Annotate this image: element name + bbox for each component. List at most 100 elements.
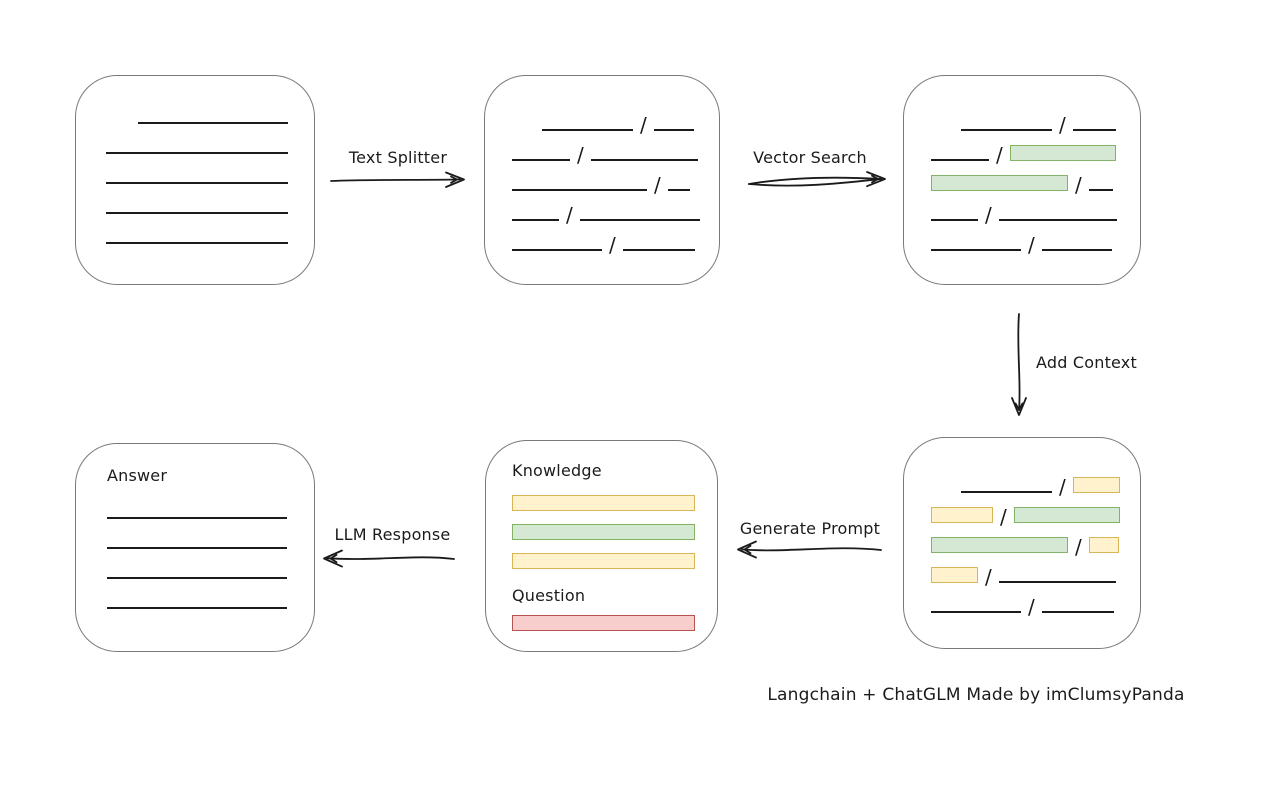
text-line — [998, 219, 1117, 221]
text-line — [1041, 249, 1112, 251]
text-line — [106, 242, 288, 244]
add-context-label: Add Context — [1036, 353, 1137, 372]
yellow-bar — [512, 553, 695, 569]
question-label: Question — [512, 586, 586, 605]
text-line — [931, 249, 1021, 251]
text-row: / — [931, 523, 1140, 559]
llm-response-label: LLM Response — [334, 525, 451, 544]
text-line — [107, 577, 287, 579]
highlight-chunk-yellow — [1088, 537, 1119, 553]
text-line — [1088, 189, 1113, 191]
slash-separator: / — [654, 173, 661, 197]
text-row — [106, 184, 314, 214]
text-row: / — [931, 131, 1140, 167]
highlight-chunk-yellow — [1072, 477, 1120, 493]
text-row: / — [931, 161, 1140, 197]
source-document-node — [75, 75, 315, 285]
vector-search-arrow — [748, 171, 886, 188]
context-added-lines: / / / / / — [904, 438, 1140, 619]
slash-separator: / — [985, 203, 992, 227]
text-line — [1072, 129, 1116, 131]
text-line — [512, 189, 647, 191]
text-line — [931, 219, 978, 221]
text-row: / — [931, 553, 1140, 589]
text-line — [512, 249, 602, 251]
text-line — [106, 182, 288, 184]
slash-separator: / — [1059, 113, 1066, 137]
slash-separator: / — [1075, 173, 1082, 197]
vector-matched-node: / / / / / — [903, 75, 1141, 285]
highlight-chunk-green — [931, 537, 1068, 553]
slash-separator: / — [1028, 595, 1035, 619]
text-row — [106, 214, 314, 244]
text-line — [931, 159, 989, 161]
knowledge-label: Knowledge — [512, 461, 602, 480]
highlight-chunk-yellow — [931, 507, 993, 523]
text-line — [106, 212, 288, 214]
text-line — [512, 159, 570, 161]
text-row: / — [961, 101, 1140, 137]
text-line — [622, 249, 695, 251]
text-line — [961, 491, 1052, 493]
answer-label: Answer — [107, 466, 168, 485]
question-bars — [512, 615, 717, 631]
text-row: / — [512, 221, 719, 257]
slash-separator: / — [1059, 475, 1066, 499]
text-line — [512, 219, 559, 221]
green-bar — [512, 524, 695, 540]
text-line — [107, 607, 287, 609]
text-line — [542, 129, 633, 131]
text-row — [107, 489, 314, 519]
text-line — [1041, 611, 1114, 613]
knowledge-bars — [512, 495, 717, 569]
text-row: / — [931, 221, 1140, 257]
slash-separator: / — [985, 565, 992, 589]
slash-separator: / — [1075, 535, 1082, 559]
text-row: / — [931, 583, 1140, 619]
text-splitter-label: Text Splitter — [348, 148, 448, 167]
text-row — [106, 154, 314, 184]
text-line — [138, 122, 288, 124]
slash-separator: / — [640, 113, 647, 137]
text-line — [107, 517, 287, 519]
highlight-chunk-green — [1009, 145, 1116, 161]
generate-prompt-arrow — [737, 540, 882, 559]
split-text-node: ///// — [484, 75, 720, 285]
text-row: / — [512, 131, 719, 167]
text-line — [107, 547, 287, 549]
yellow-bar — [512, 495, 695, 511]
text-row — [107, 579, 314, 609]
add-context-arrow — [1011, 313, 1027, 416]
slash-separator: / — [609, 233, 616, 257]
text-line — [961, 129, 1052, 131]
text-row — [138, 94, 314, 124]
highlight-chunk-green — [931, 175, 1068, 191]
text-row: / — [931, 191, 1140, 227]
text-row: / — [512, 191, 719, 225]
slash-separator: / — [1000, 505, 1007, 529]
text-line — [667, 189, 690, 191]
text-line — [931, 611, 1021, 613]
answer-node: Answer — [75, 443, 315, 652]
text-splitter-arrow — [330, 171, 465, 188]
text-row: / — [931, 493, 1140, 529]
slash-separator: / — [577, 143, 584, 167]
slash-separator: / — [1028, 233, 1035, 257]
highlight-chunk-green — [1013, 507, 1120, 523]
text-row — [106, 124, 314, 154]
highlight-chunk-yellow — [931, 567, 978, 583]
text-line — [106, 152, 288, 154]
generate-prompt-label: Generate Prompt — [739, 519, 881, 538]
vector-search-label: Vector Search — [753, 148, 867, 167]
text-row: / — [512, 161, 719, 197]
red-bar — [512, 615, 695, 631]
text-row: / — [961, 463, 1140, 499]
text-row — [107, 549, 314, 579]
llm-response-arrow — [323, 549, 455, 568]
slash-separator: / — [996, 143, 1003, 167]
diagram-caption: Langchain + ChatGLM Made by imClumsyPand… — [767, 685, 1185, 705]
split-text-lines: ///// — [485, 76, 719, 257]
context-added-node: / / / / / — [903, 437, 1141, 649]
document-lines — [76, 76, 314, 244]
